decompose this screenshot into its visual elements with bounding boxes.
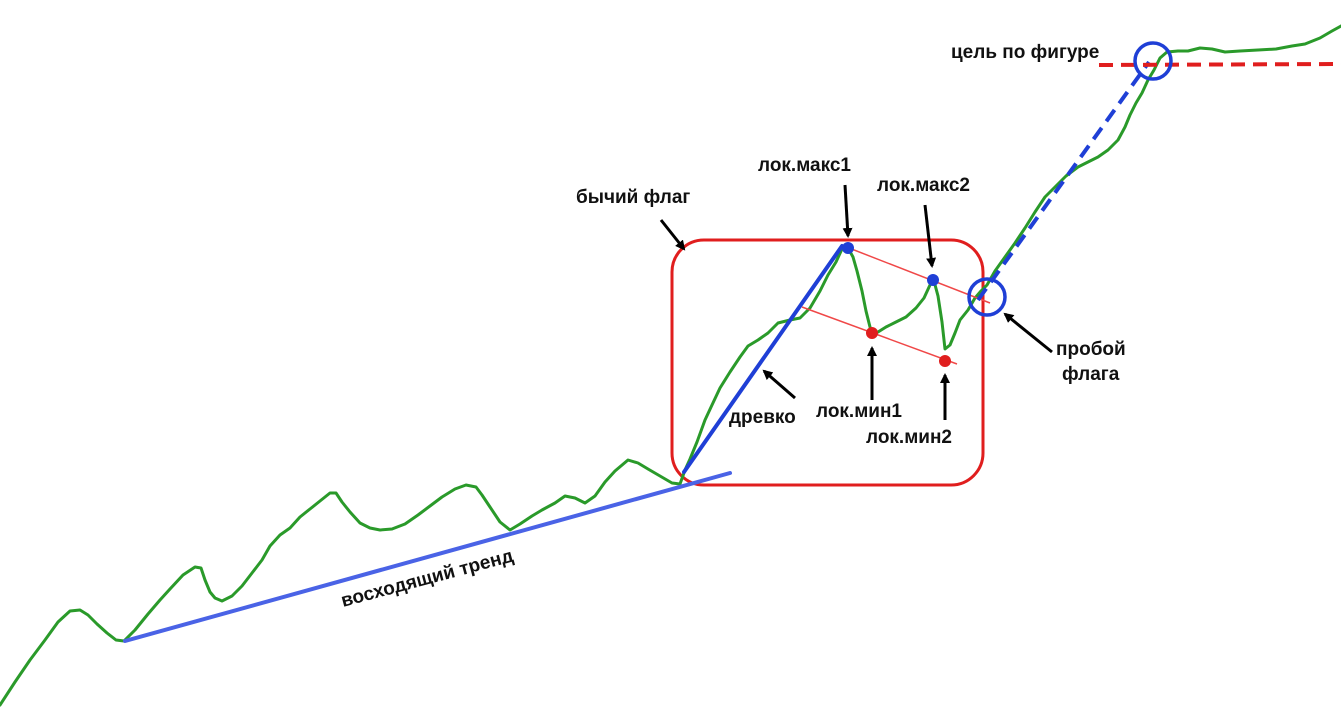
breakout-circle (967, 277, 1007, 317)
price-line (0, 24, 1341, 707)
local-max-1-arrow (842, 184, 853, 238)
local-max-1-label: лок.макс1 (758, 155, 851, 176)
flag-channel-upper (848, 247, 991, 304)
local-min-2-label: лок.мин2 (866, 427, 952, 448)
pole-label: древко (729, 407, 796, 428)
bull-flag-arrow (659, 219, 686, 251)
breakout-arrow (1003, 312, 1053, 354)
local-min-1-point (866, 327, 878, 339)
local-max-2-point (927, 274, 939, 286)
pole-arrow (762, 369, 796, 400)
local-max-2-arrow (923, 204, 937, 268)
bull-flag-label: бычий флаг (576, 187, 690, 208)
flag-channel-lower (801, 306, 958, 365)
local-min-1-label: лок.мин1 (816, 401, 902, 422)
local-max-1-point (842, 242, 854, 254)
flag-box (670, 238, 985, 487)
uptrend-line (123, 471, 732, 643)
breakout-label-line1: пробой (1056, 339, 1126, 360)
local-max-2-label: лок.макс2 (877, 175, 970, 196)
flag-pole-line (682, 244, 844, 474)
target-projection-line (976, 60, 1151, 302)
target-level-line (1098, 62, 1341, 67)
local-min-2-point (939, 355, 951, 367)
breakout-label-line2: флага (1062, 364, 1120, 385)
target-circle (1133, 41, 1173, 81)
pattern-target-label: цель по фигуре (951, 42, 1099, 63)
